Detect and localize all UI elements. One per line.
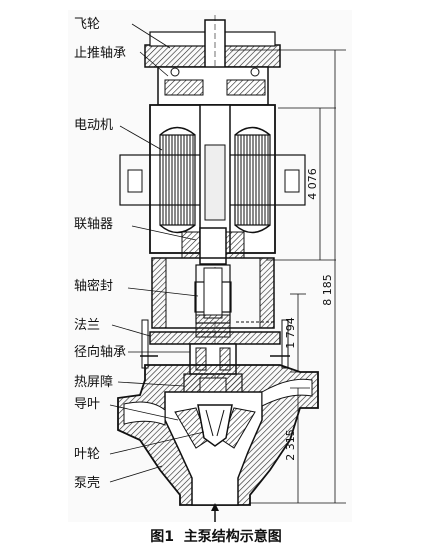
label-shaft-seal: 轴密封 [74, 278, 113, 294]
label-flange: 法兰 [74, 318, 100, 333]
label-thermal-barrier: 热屏障 [74, 375, 113, 390]
label-impeller: 叶轮 [74, 447, 100, 462]
label-flywheel: 飞轮 [74, 17, 100, 32]
inlet-arrow-icon [211, 503, 219, 522]
caption-number: 图1 [150, 529, 174, 545]
dim-seal-height: 1 794 [284, 317, 297, 349]
caption-title: 主泵结构示意图 [183, 529, 282, 545]
leader-lines [109, 23, 205, 483]
dimension-lines [230, 49, 346, 504]
figure-caption: 图1 主泵结构示意图 [0, 526, 432, 546]
label-coupling: 联轴器 [74, 217, 113, 232]
dim-casing-height: 2 315 [284, 429, 297, 461]
label-thrust-bearing: 止推轴承 [74, 46, 126, 61]
flange [141, 319, 289, 369]
thrust-bearing [157, 66, 269, 106]
dim-total-height: 8 185 [321, 274, 334, 306]
label-pump-casing: 泵壳 [74, 476, 100, 491]
dim-motor-height: 4 076 [306, 168, 319, 200]
label-motor: 电动机 [74, 118, 113, 133]
impeller [197, 404, 233, 447]
label-radial-bearing: 径向轴承 [74, 344, 126, 360]
label-guide-vane: 导叶 [74, 397, 100, 412]
